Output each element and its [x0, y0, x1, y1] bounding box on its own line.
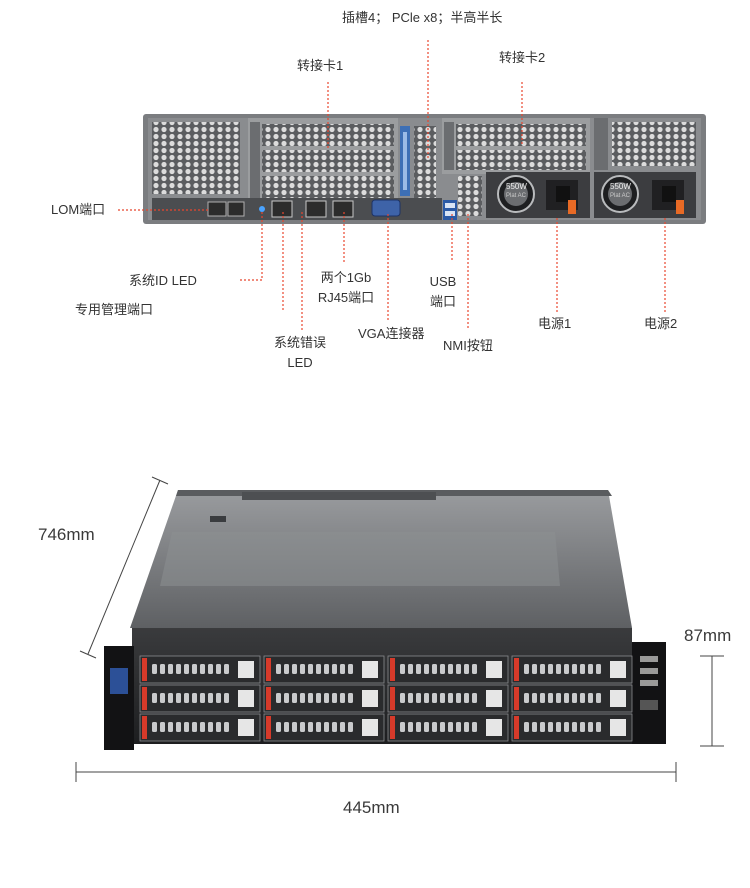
label-vga: VGA连接器	[358, 326, 425, 341]
drive-bay	[387, 713, 509, 742]
dimension-depth: 746mm	[38, 525, 95, 544]
drive-bay	[139, 684, 261, 713]
drive-release-tab	[142, 716, 147, 739]
drive-release-tab	[390, 716, 395, 739]
drive-release-tab	[142, 687, 147, 710]
rear-panel	[143, 114, 706, 224]
drive-bay	[511, 655, 633, 684]
left-vent-grille	[152, 122, 240, 194]
rj45-port-2	[332, 200, 354, 218]
drive-release-tab	[514, 658, 519, 681]
label-riser-1: 转接卡1	[297, 58, 344, 73]
label-usb-line1: USB	[429, 274, 457, 289]
psu-2-rating: 550W	[610, 182, 631, 191]
label-psu-2: 电源2	[644, 316, 678, 331]
rj45-port-1	[305, 200, 327, 218]
dimension-lines	[75, 476, 724, 782]
label-psu-1: 电源1	[538, 316, 572, 331]
drive-release-tab	[142, 658, 147, 681]
drive-release-tab	[514, 716, 519, 739]
mgmt-port	[271, 200, 293, 218]
label-system-error-led-line2: LED	[287, 355, 313, 370]
label-rj45-line1: 两个1Gb	[320, 270, 372, 285]
label-mgmt-port: 专用管理端口	[75, 302, 154, 317]
drive-bay	[139, 713, 261, 742]
psu-2-sub: Plat AC	[610, 193, 631, 199]
riser-1-slot	[248, 118, 398, 202]
drive-bay	[511, 684, 633, 713]
label-system-id-led: 系统ID LED	[129, 273, 197, 288]
drive-release-tab	[390, 687, 395, 710]
slot-4	[414, 126, 436, 198]
vga-connector	[371, 199, 401, 217]
psu-2	[594, 172, 696, 218]
callout-lines	[118, 40, 666, 330]
drive-bay	[263, 655, 385, 684]
right-vent-grille	[612, 122, 696, 166]
drive-bay	[387, 655, 509, 684]
drive-bays	[139, 655, 633, 742]
psu-1-rating: 550W	[506, 182, 527, 191]
label-nmi-button: NMI按钮	[443, 338, 493, 353]
label-usb-ports: USB 端口	[424, 272, 462, 312]
label-lom-port: LOM端口	[51, 202, 106, 217]
drive-release-tab	[266, 658, 271, 681]
psu-1	[486, 172, 590, 218]
psu-1-sub: Plat AC	[506, 193, 527, 199]
dimension-width: 445mm	[343, 798, 400, 817]
drive-bay	[387, 684, 509, 713]
label-slot-4: 插槽4； PCle x8；半高半长	[342, 10, 503, 25]
label-usb-line2: 端口	[429, 294, 456, 309]
label-rj45-line2: RJ45端口	[317, 290, 375, 305]
drive-bay	[139, 655, 261, 684]
drive-bay	[263, 684, 385, 713]
label-system-error-led-line1: 系统错误	[273, 335, 326, 350]
drive-bay	[263, 713, 385, 742]
dimension-height: 87mm	[684, 626, 732, 645]
label-riser-2: 转接卡2	[499, 50, 546, 65]
drive-release-tab	[390, 658, 395, 681]
label-system-error-led: 系统错误 LED	[268, 333, 332, 373]
drive-bay	[511, 713, 633, 742]
drive-release-tab	[514, 687, 519, 710]
drive-release-tab	[266, 716, 271, 739]
left-rack-ear	[104, 646, 134, 750]
lom-port	[207, 201, 227, 217]
drive-release-tab	[266, 687, 271, 710]
riser-2-slot	[442, 118, 590, 174]
label-rj45-ports: 两个1Gb RJ45端口	[314, 268, 378, 308]
system-id-led	[259, 206, 265, 212]
